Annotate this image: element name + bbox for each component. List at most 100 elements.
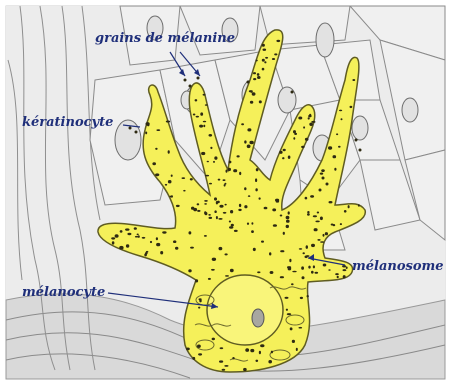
melanosome-granule: [301, 146, 305, 148]
melanosome-granule: [182, 177, 186, 179]
melanosome-granule: [230, 269, 234, 272]
melanosome-granule: [237, 155, 240, 157]
melanosome-granule: [224, 365, 228, 367]
melanosome-granule: [197, 210, 200, 212]
melanosome-granule: [263, 49, 267, 51]
melanosome-granule: [245, 348, 249, 352]
melanosome-granule: [289, 259, 291, 262]
melanosome-granule: [293, 137, 295, 140]
melanosome-granule: [273, 224, 277, 227]
melanosome-granule: [199, 125, 203, 128]
melanosome-granule: [344, 210, 347, 213]
melanosome-granule: [298, 117, 302, 120]
melanosome-granule: [205, 175, 209, 177]
melanosome-granule: [176, 205, 180, 207]
melanosome-granule: [229, 161, 232, 164]
melanosome-granule: [328, 269, 330, 271]
melanosome-granule: [168, 180, 172, 183]
melanosome-granule: [271, 351, 273, 354]
melanosome-granule: [352, 79, 355, 81]
melanosome-granule: [268, 360, 272, 363]
melanosome-granule: [209, 217, 213, 219]
melanosome-granule: [209, 183, 212, 185]
nucleus: [316, 23, 334, 57]
melanosome-granule: [137, 234, 139, 236]
melanosome-granule: [127, 233, 131, 235]
melanosome-granule: [197, 345, 201, 348]
melanosome-granule: [292, 340, 295, 343]
melanosome-granule: [255, 188, 257, 191]
melanosome-granule: [150, 241, 152, 243]
melanosome-granule: [261, 241, 264, 243]
melanosome-granule: [264, 207, 268, 210]
melanosome-granule: [251, 222, 253, 224]
melanosome-granule: [329, 201, 333, 203]
melanosome-granule: [286, 309, 288, 311]
melanosome-granule: [238, 209, 241, 211]
melanosome-granule: [283, 232, 285, 235]
melanosome-granule: [321, 169, 325, 172]
melanosome-granule: [209, 134, 213, 137]
melanosome-granule: [276, 201, 279, 203]
nucleus: [352, 116, 368, 140]
melanosome-granule: [204, 200, 208, 202]
melanosome-granule: [207, 161, 209, 163]
keratinocyte-granule: [129, 127, 132, 130]
melanosome-granule: [135, 236, 138, 238]
melanosome-granule: [244, 187, 246, 190]
melanosome-granule: [239, 204, 241, 207]
melanosome-granule: [257, 76, 261, 79]
melanosome-granule: [335, 273, 339, 275]
melanosome-granule: [279, 151, 282, 154]
melanosome-granule: [190, 247, 194, 249]
melanosome-granule: [155, 148, 157, 150]
melanosome-granule: [280, 250, 284, 252]
melanosome-granule: [186, 348, 190, 351]
melanosome-granule: [134, 227, 137, 230]
melanosome-granule: [112, 241, 115, 244]
melanosome-granule: [339, 110, 342, 112]
melanosome-granule: [155, 173, 159, 176]
melanosome-granule: [280, 215, 283, 217]
melanosome-granule: [256, 168, 259, 171]
melanosome-granule: [290, 327, 293, 330]
melanosome-granule: [225, 275, 229, 277]
melanosome-granule: [119, 246, 123, 250]
melanosome-granule: [145, 252, 148, 254]
melanosome-granule: [300, 297, 303, 299]
melanosome-granule: [315, 272, 319, 274]
melanosome-granule: [317, 239, 320, 241]
melanosome-granule: [253, 248, 256, 251]
melanosome-granule: [265, 57, 268, 59]
melanosome-granule: [241, 123, 244, 125]
melanosome-granule: [309, 123, 313, 126]
melanosome-granule: [272, 208, 276, 211]
melanosome-granule: [203, 94, 206, 96]
melanosome-granule: [257, 271, 260, 273]
keratinocyte-granule: [135, 131, 138, 134]
melanosome-granule: [120, 230, 123, 233]
label-melanocyte: mélanocyte: [22, 285, 105, 300]
melanosome-granule: [253, 72, 256, 74]
melanosome-granule: [188, 269, 191, 272]
melanosome-granule: [169, 196, 172, 198]
melanosome-granule: [126, 244, 129, 247]
melanosome-granule: [203, 125, 205, 128]
melanosome-granule: [204, 203, 207, 205]
melanosome-granule: [325, 232, 328, 235]
melanosome-granule: [262, 44, 265, 47]
melanosome-granule: [256, 60, 258, 62]
melanosome-granule: [217, 201, 220, 204]
melanosome-granule: [252, 92, 256, 95]
melanosome-granule: [156, 243, 160, 246]
melanosome-granule: [183, 190, 185, 192]
melanosome-granule: [323, 234, 325, 237]
melanosome-granule: [218, 218, 222, 220]
melanosome-granule: [259, 100, 262, 103]
melanosome-granule: [287, 266, 291, 268]
melanosome-granule: [156, 237, 158, 240]
melanosome-granule: [229, 221, 231, 223]
keratinocyte-granule: [197, 77, 200, 80]
melanosome-granule: [262, 59, 265, 62]
melanosome-granule: [333, 155, 337, 158]
